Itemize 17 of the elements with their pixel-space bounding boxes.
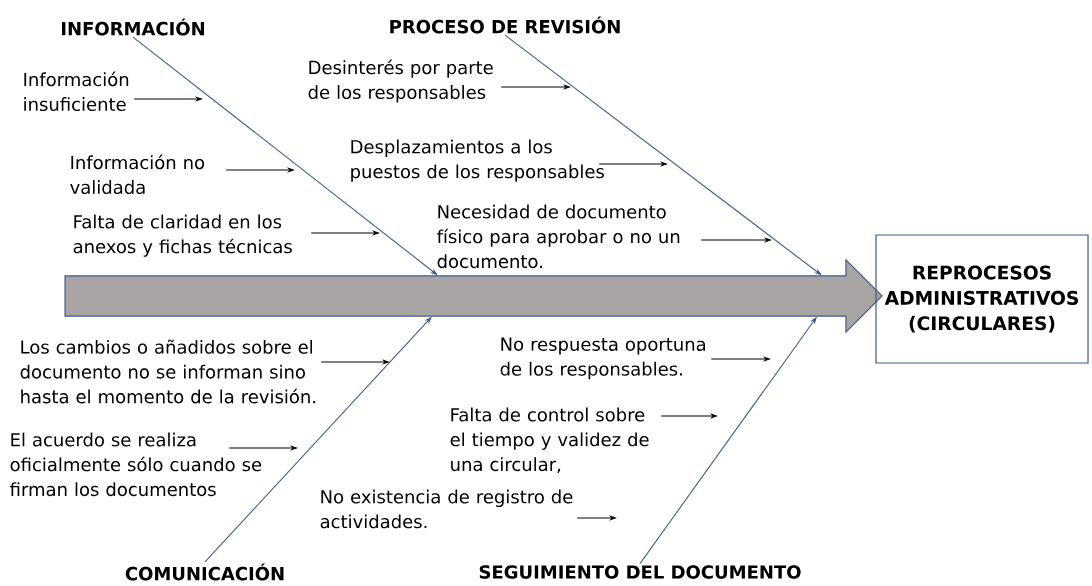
category-label: SEGUIMIENTO DEL DOCUMENTO bbox=[479, 565, 801, 579]
cause-text: Desinterés por parte de los responsables bbox=[308, 59, 493, 103]
fishbone-line bbox=[504, 34, 822, 276]
cause-text: No respuesta oportuna de los responsables. bbox=[500, 337, 706, 380]
cause-text: Información insuficiente bbox=[24, 71, 129, 112]
effect-box: REPROCESOS ADMINISTRATIVOS (CIRCULARES) bbox=[875, 234, 1089, 364]
cause-text: No existencia de registro de actividades. bbox=[320, 489, 573, 529]
cause-text: Falta de control sobre el tiempo y validez de una circular, bbox=[450, 407, 649, 473]
category-label: COMUNICACIÓN bbox=[125, 563, 284, 581]
cause-text: Desplazamientos a los puestos de los responsables bbox=[351, 139, 604, 182]
cause-text: Información no validada bbox=[70, 154, 205, 195]
cause-text: Los cambios o añadidos sobre el documento no se informan sino hasta el momento de la revisión. bbox=[20, 339, 316, 404]
category-label: PROCESO DE REVISIÓN bbox=[390, 16, 620, 34]
cause-text: El acuerdo se realiza oficialmente sólo cuando se firman los documentos bbox=[10, 432, 262, 497]
cause-text: Necesidad de documento físico para aprobar o no un documento. bbox=[437, 204, 680, 269]
cause-text: Falta de claridad en los anexos y fichas técnicas bbox=[73, 214, 292, 257]
category-label: INFORMACIÓN bbox=[62, 18, 205, 36]
